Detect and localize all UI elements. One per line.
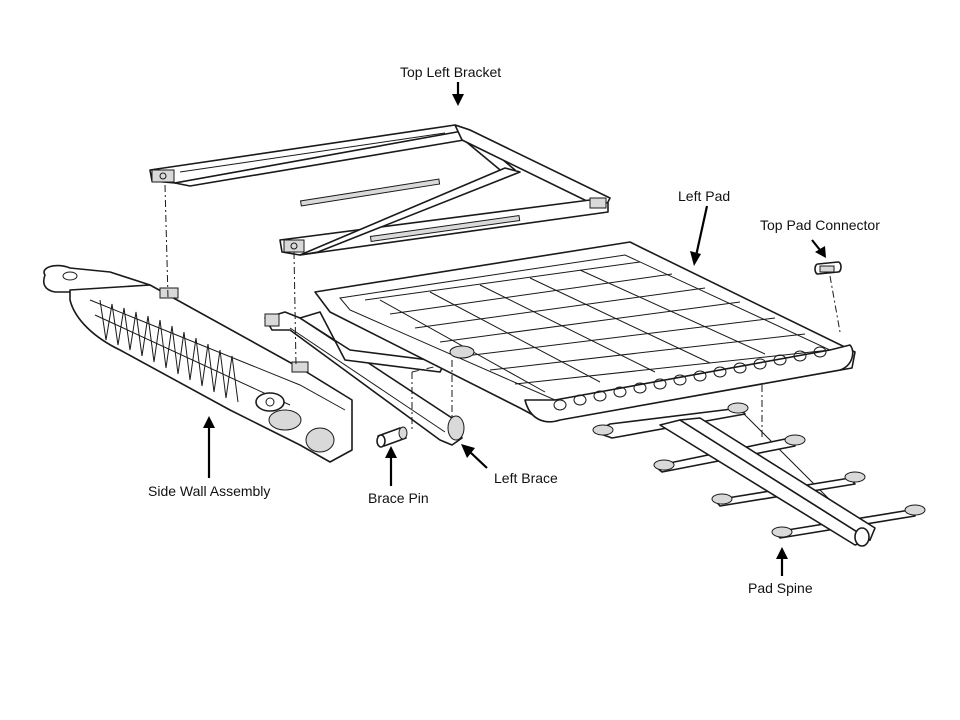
left-pad-part: [314, 241, 856, 423]
top-left-bracket-part: [149, 124, 611, 256]
label-left-brace: Left Brace: [494, 470, 558, 486]
label-left-pad: Left Pad: [678, 188, 730, 204]
left-brace-part: [264, 311, 465, 446]
top-pad-connector-part: [814, 261, 842, 275]
side-wall-assembly-part: [42, 264, 353, 463]
label-top-pad-connector: Top Pad Connector: [760, 217, 880, 233]
assembly-lines: [164, 184, 841, 440]
brace-pin-part: [376, 426, 408, 448]
callout-arrows: [203, 82, 826, 576]
label-side-wall-assembly: Side Wall Assembly: [148, 483, 270, 499]
pad-spine-part: [592, 402, 926, 547]
label-brace-pin: Brace Pin: [368, 490, 429, 506]
label-pad-spine: Pad Spine: [748, 580, 813, 596]
label-top-left-bracket: Top Left Bracket: [400, 64, 501, 80]
